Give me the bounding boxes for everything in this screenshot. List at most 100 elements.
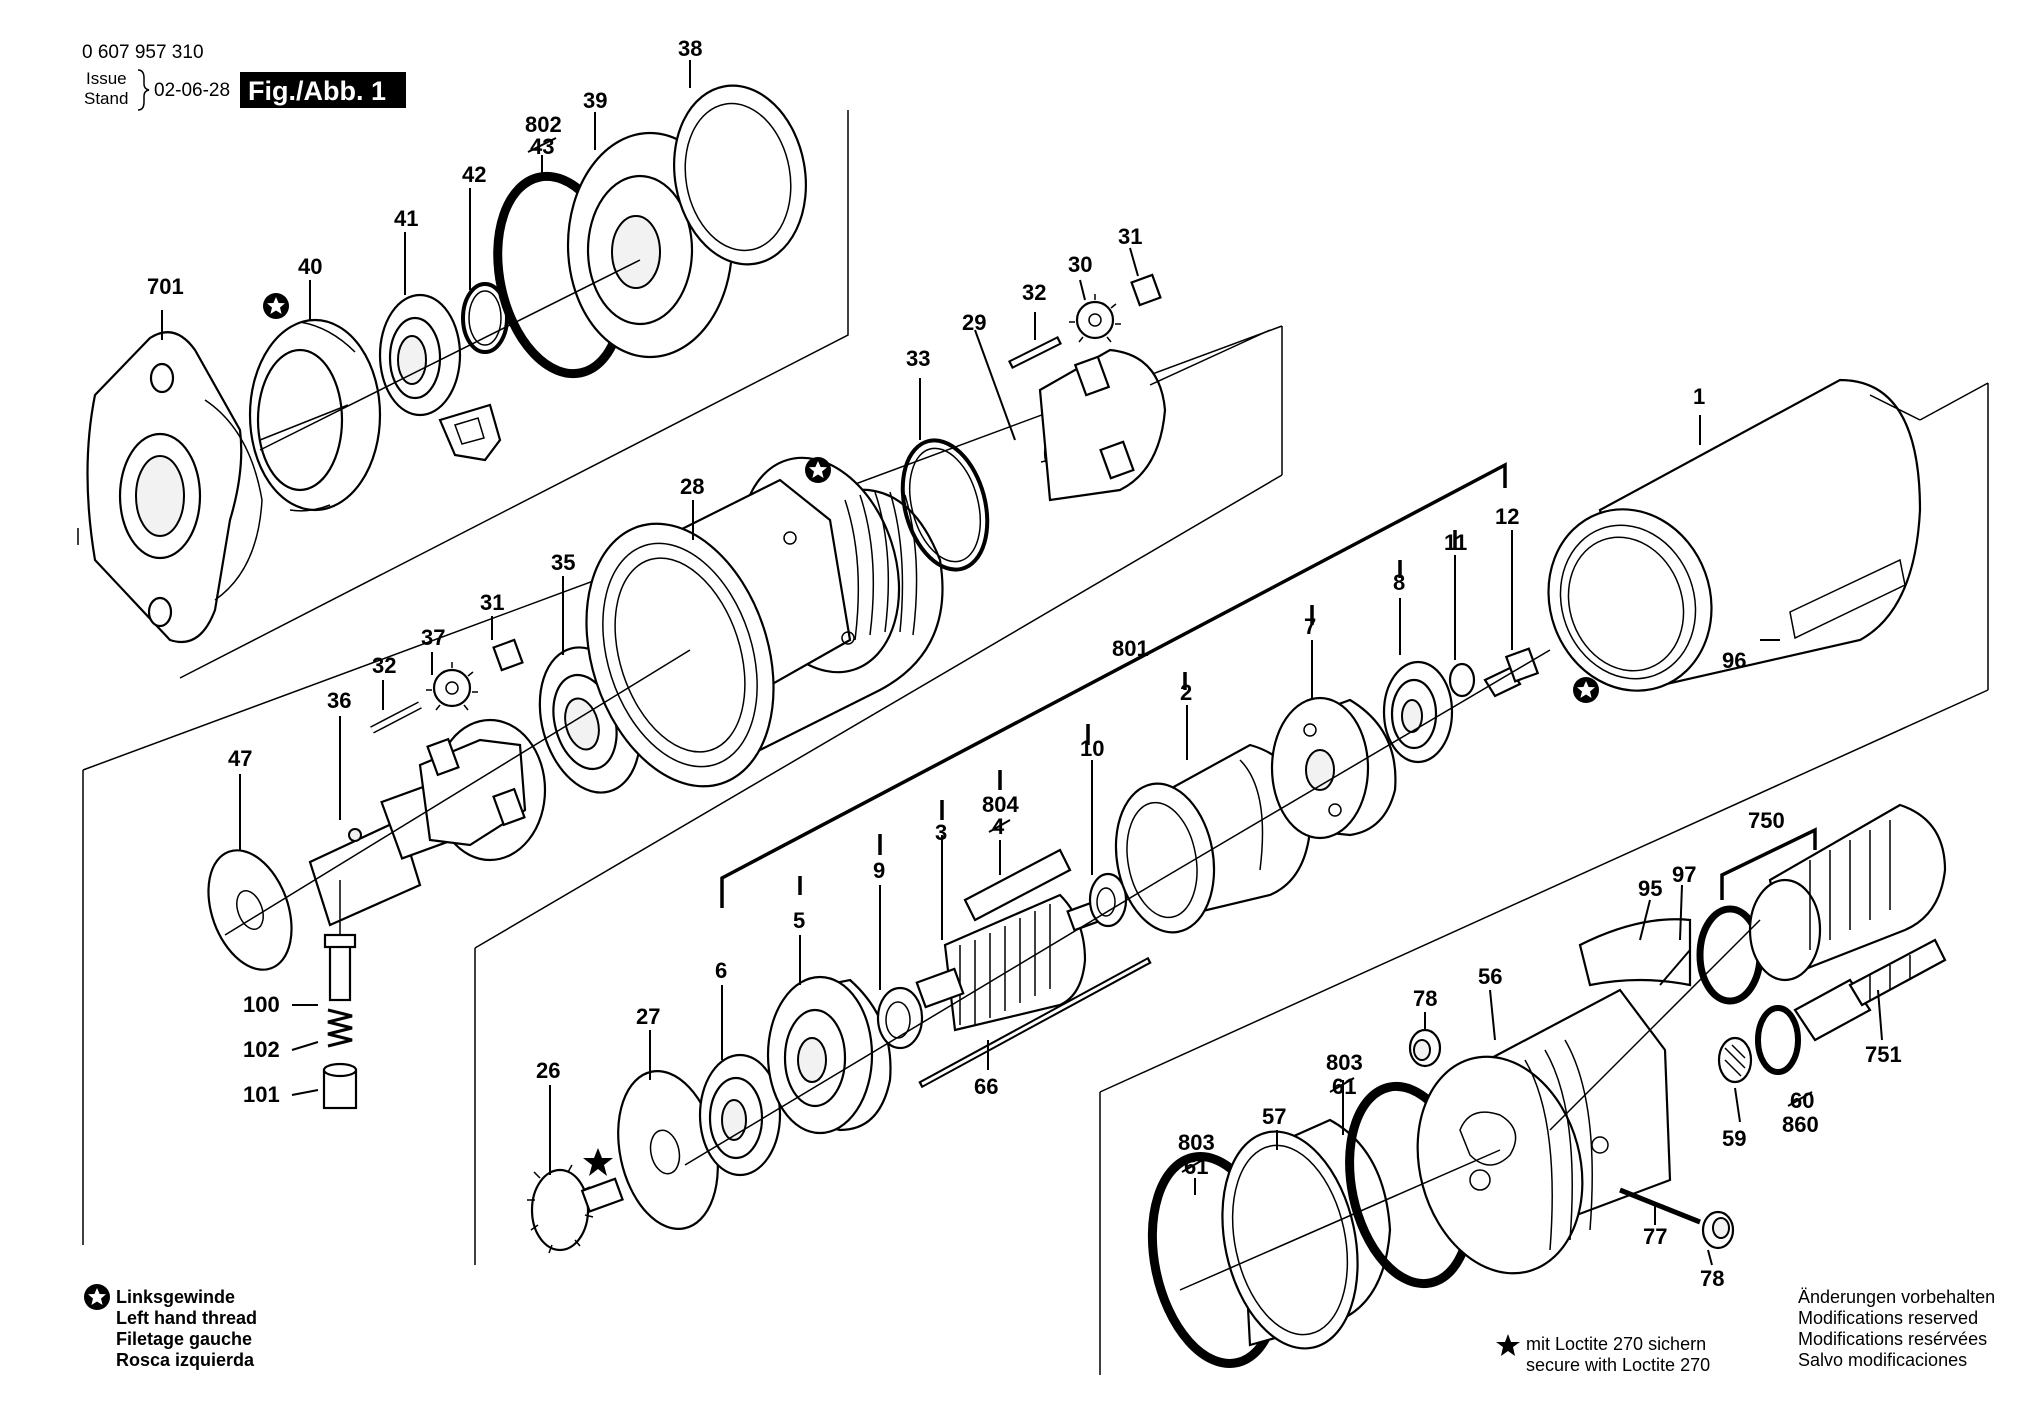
label-801: 801	[1112, 636, 1149, 661]
part-40-threaded-ring	[248, 318, 382, 512]
label-102: 102	[243, 1037, 280, 1062]
issue-label: Issue	[86, 69, 127, 88]
label-57: 57	[1262, 1104, 1286, 1129]
label-8: 8	[1393, 570, 1405, 595]
part-860-o-ring	[1755, 1005, 1801, 1075]
left-hand-thread-icon	[84, 1284, 110, 1310]
legend-modifications: Änderungen vorbehalten Modifications res…	[1798, 1287, 1995, 1370]
part-78b-cap	[1701, 1210, 1735, 1250]
part-77-screw	[1619, 1187, 1701, 1225]
panel-outlines	[77, 110, 1989, 1375]
label-6: 6	[715, 958, 727, 983]
part-31a-nut	[1130, 273, 1162, 307]
part-751-nipple	[1793, 938, 1947, 1042]
label-7: 7	[1304, 614, 1316, 639]
part-tab-washer	[438, 403, 502, 462]
label-59: 59	[1722, 1126, 1746, 1151]
legend-lht-es: Rosca izquierda	[116, 1350, 255, 1370]
part-101-plug	[322, 1062, 358, 1110]
part-30-gear	[1069, 294, 1121, 343]
strike-804-old	[988, 819, 1011, 833]
axis-lower-right	[1159, 649, 1551, 881]
figure-title-box	[240, 72, 406, 108]
legend-mod-es: Salvo modificaciones	[1798, 1350, 1967, 1370]
issue-date: 02-06-28	[154, 80, 230, 101]
part-78a-cap	[1408, 1028, 1442, 1068]
label-27: 27	[636, 1004, 660, 1029]
part-41-bearing	[378, 293, 462, 417]
label-803b: 803	[1326, 1050, 1363, 1075]
brace	[137, 69, 150, 111]
part-28-ring-gear	[585, 456, 944, 788]
label-36: 36	[327, 688, 351, 713]
doc-number: 0 607 957 310	[82, 42, 204, 63]
label-101: 101	[243, 1082, 280, 1107]
label-33: 33	[906, 346, 930, 371]
label-66: 66	[974, 1074, 998, 1099]
legend-loctite-de: mit Loctite 270 sichern	[1526, 1334, 1706, 1354]
label-31a: 31	[1118, 224, 1142, 249]
part-8-bearing	[1382, 660, 1454, 764]
label-701: 701	[147, 274, 184, 299]
part-1-motor-housing	[1547, 378, 1922, 692]
part-57-sleeve	[1221, 1118, 1392, 1350]
label-47: 47	[228, 746, 252, 771]
part-7-end-plate	[1270, 696, 1397, 840]
label-39: 39	[583, 88, 607, 113]
label-97: 97	[1672, 862, 1696, 887]
stand-label: Stand	[84, 89, 128, 108]
loctite-star-icon	[1496, 1334, 1520, 1356]
part-12-screw	[1483, 647, 1540, 698]
label-32a: 32	[1022, 280, 1046, 305]
label-11: 11	[1444, 530, 1467, 555]
label-751: 751	[1865, 1042, 1902, 1067]
label-40: 40	[298, 254, 322, 279]
label-28: 28	[680, 474, 704, 499]
part-701-flange	[86, 331, 263, 644]
label-32b: 32	[372, 653, 396, 678]
part-26-pinion	[527, 1164, 624, 1254]
part-95-shield	[1578, 918, 1692, 987]
part-56-valve-housing	[1416, 988, 1672, 1275]
left-hand-thread-icon	[805, 457, 831, 483]
axis-top	[259, 259, 641, 451]
label-802: 802	[525, 112, 562, 137]
label-29: 29	[962, 310, 986, 335]
label-42: 42	[462, 162, 486, 187]
axis-mid-right	[1149, 329, 1271, 386]
label-41: 41	[394, 206, 418, 231]
label-95: 95	[1638, 876, 1662, 901]
label-804: 804	[982, 792, 1019, 817]
label-78a: 78	[1413, 986, 1437, 1011]
legend-mod-en: Modifications reserved	[1798, 1308, 1978, 1328]
part-36-carrier	[308, 718, 547, 927]
strike-802-old	[527, 137, 557, 153]
label-5: 5	[793, 908, 805, 933]
label-802-old: 43	[530, 134, 554, 159]
part-9-bearing	[876, 986, 924, 1050]
label-3: 3	[935, 820, 947, 845]
label-37: 37	[421, 625, 445, 650]
leader-lines	[161, 60, 1883, 1266]
label-803a: 803	[1178, 1130, 1215, 1155]
panel-low-top	[474, 474, 1283, 949]
label-1: 1	[1693, 384, 1705, 409]
part-66-rod-inner	[921, 959, 1149, 1086]
legend-loctite: mit Loctite 270 sichern secure with Loct…	[1496, 1334, 1710, 1375]
legend-lht-fr: Filetage gauche	[116, 1329, 252, 1349]
axis-lower	[684, 879, 1161, 1166]
label-96: 96	[1722, 648, 1746, 673]
label-35: 35	[551, 550, 575, 575]
panel-right-top	[1919, 382, 1989, 421]
label-31b: 31	[480, 590, 504, 615]
part-37-gear	[426, 662, 478, 711]
strike-803b-old	[1329, 1077, 1355, 1093]
header: 0 607 957 310 Issue Stand 02-06-28 Fig./…	[82, 42, 406, 111]
left-hand-thread-icon	[263, 293, 289, 319]
legend-left-hand-thread: Linksgewinde Left hand thread Filetage g…	[84, 1284, 257, 1370]
label-860: 860	[1782, 1112, 1819, 1137]
label-78b: 78	[1700, 1266, 1724, 1291]
part-100-valve-pin	[323, 933, 357, 1002]
label-77: 77	[1643, 1224, 1667, 1249]
